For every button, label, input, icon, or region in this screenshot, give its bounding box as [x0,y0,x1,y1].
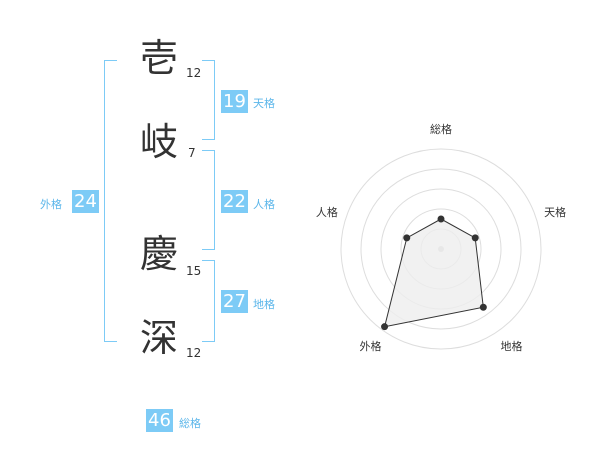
sou-label: 総格 [179,417,201,430]
jin-label: 人格 [253,198,275,211]
ten-label: 天格 [253,97,275,110]
name-char-2: 岐 [140,120,179,164]
radar-point-4 [381,323,389,331]
radar-grid-ring [340,148,542,350]
radar-point-2 [471,234,479,242]
stroke-count-4: 12 [186,346,202,360]
jin-value-badge: 22 [221,190,248,213]
chi-bracket [202,260,215,342]
chi-value-badge: 27 [221,290,248,313]
jin-bracket [202,150,215,250]
sou-value-badge: 46 [146,409,173,432]
outer-bracket [104,60,117,342]
radar-axis-label-3: 地格 [501,339,523,353]
ten-value-badge: 19 [221,90,248,113]
ten-bracket [202,60,215,140]
radar-axis-label-4: 外格 [360,339,382,353]
radar-point-3 [479,303,487,311]
chi-label: 地格 [253,298,275,311]
radar-axis-label-1: 総格 [430,122,452,136]
radar-grid-ring [360,168,522,330]
gai-value-badge: 24 [72,190,99,213]
radar-point-1 [437,215,445,223]
radar-value-polygon [383,218,484,328]
name-char-1: 壱 [140,36,179,80]
name-char-3: 慶 [140,232,179,276]
radar-point-5 [403,234,411,242]
radar-axis-label-5: 人格 [316,205,338,219]
name-char-4: 深 [140,316,179,360]
stroke-count-2: 7 [188,146,196,160]
stroke-count-3: 15 [186,264,202,278]
gai-label: 外格 [40,198,62,211]
radar-axis-label-2: 天格 [544,205,566,219]
stroke-count-1: 12 [186,66,202,80]
